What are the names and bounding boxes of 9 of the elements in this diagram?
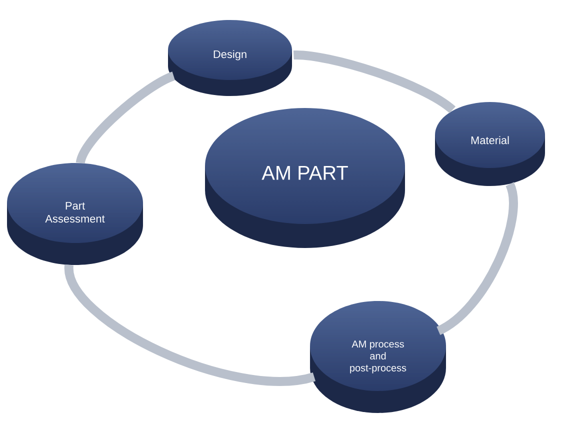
hub-disc: AM PART xyxy=(205,108,405,248)
ring-segment xyxy=(294,50,456,114)
ring-segment xyxy=(436,182,518,335)
disc: AM process and post-process xyxy=(310,301,446,413)
disc: Part Assessment xyxy=(7,163,143,265)
disc: Design xyxy=(168,20,292,96)
ring-segment xyxy=(64,264,316,386)
ring-segment xyxy=(76,72,176,164)
disc: Material xyxy=(435,102,545,186)
